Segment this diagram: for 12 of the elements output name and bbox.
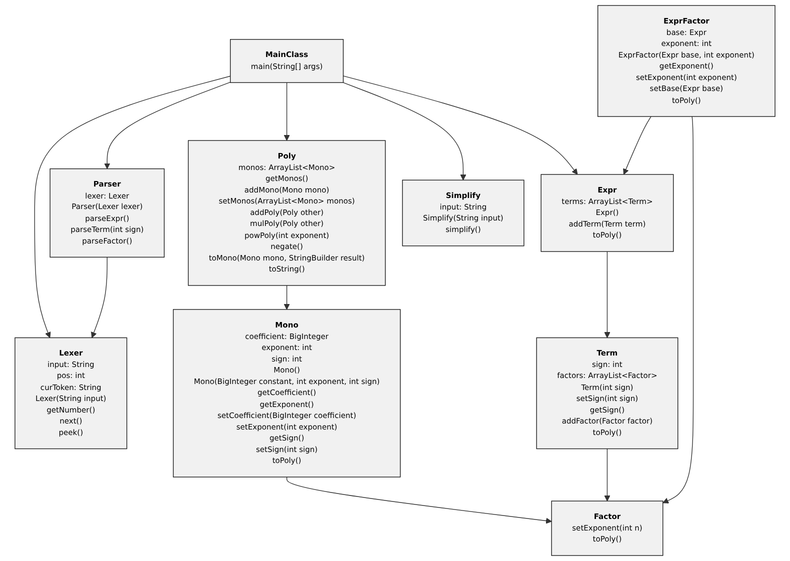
arrow	[604, 448, 610, 502]
arrow	[342, 76, 578, 175]
arrow	[286, 476, 552, 524]
arrow	[284, 285, 290, 310]
arrow	[284, 82, 290, 141]
arrow	[91, 256, 108, 338]
arrow	[342, 82, 466, 180]
arrow	[34, 76, 231, 338]
arrow	[604, 251, 610, 338]
arrow	[623, 116, 652, 175]
arrow	[104, 82, 231, 170]
arrow	[662, 116, 694, 504]
